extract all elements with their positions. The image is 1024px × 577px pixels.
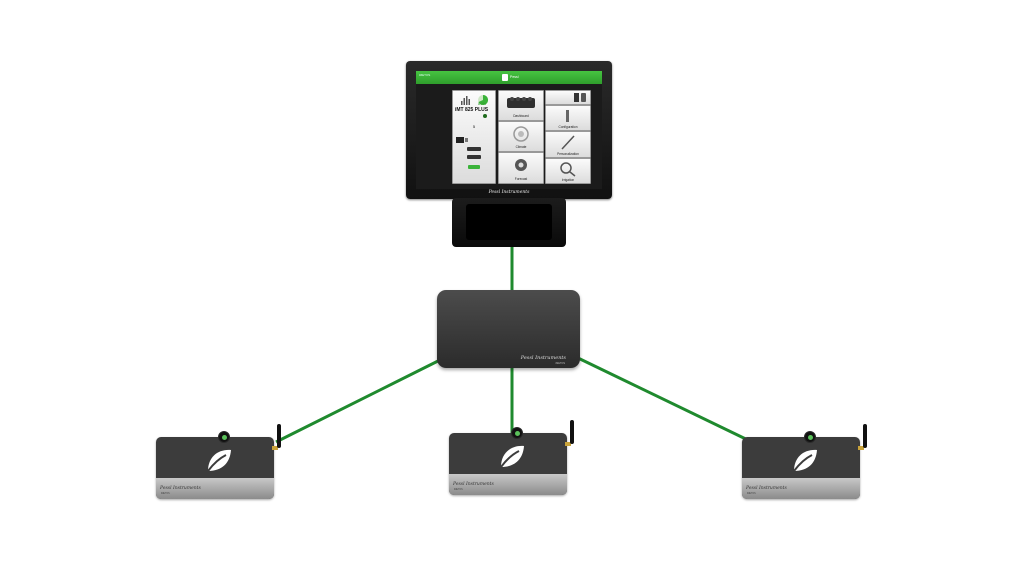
battery-percent: 80%	[478, 101, 487, 106]
screen-header: iMETOS Pessl	[416, 71, 602, 84]
card-label: Climate	[515, 145, 527, 149]
mount-bracket	[466, 204, 552, 240]
node-logo: Pessl Instruments	[746, 486, 787, 491]
status-led-icon	[218, 431, 230, 443]
climate-dial-icon	[513, 126, 529, 142]
node-body: Pessl Instruments iMETOS	[742, 437, 860, 499]
leaf-icon	[500, 445, 524, 468]
antenna-icon	[863, 424, 867, 448]
hub-sub-label: iMETOS	[555, 362, 565, 365]
card-personalization[interactable]: Personalization	[545, 131, 591, 158]
pen-icon	[561, 135, 575, 150]
card-irrigation[interactable]: Irrigation	[545, 158, 591, 184]
card-label: Personalization	[557, 152, 579, 156]
terminal-screen: iMETOS Pessl iMT 825 PLUS 80% 5	[416, 71, 602, 189]
node-bottom-band: Pessl Instruments iMETOS	[449, 474, 567, 495]
card-label: Dashboard	[513, 114, 529, 118]
node-sub-label: iMETOS	[747, 493, 756, 495]
node-logo: Pessl Instruments	[160, 486, 201, 491]
status-panel[interactable]: iMT 825 PLUS 80% 5	[452, 90, 496, 184]
antenna-icon	[277, 424, 281, 448]
leaf-icon	[207, 449, 231, 472]
leaf-icon	[793, 449, 817, 472]
node-logo: Pessl Instruments	[453, 482, 494, 487]
card-settings[interactable]: Configuration	[545, 105, 591, 131]
card-label: Forecast	[514, 177, 528, 181]
node-bottom-band: Pessl Instruments iMETOS	[742, 478, 860, 499]
gear-icon	[515, 159, 527, 171]
card-label: Irrigation	[561, 178, 575, 182]
terminal-device-icon	[507, 97, 535, 108]
wire-hub-node-left	[275, 358, 441, 444]
antenna-connector	[272, 446, 278, 450]
sensor-node-center: Pessl Instruments iMETOS	[449, 420, 574, 498]
signal-bars-icon	[461, 94, 489, 105]
node-sub-label: iMETOS	[454, 489, 463, 491]
node-sub-label: iMETOS	[161, 493, 170, 495]
brand-logo-icon	[502, 74, 508, 81]
monitor-mount	[452, 198, 566, 247]
wrench-icon	[566, 110, 569, 122]
antenna-connector	[565, 442, 571, 446]
device-list-icon	[456, 137, 481, 169]
count-value: 5	[472, 124, 476, 129]
status-led-icon	[511, 427, 523, 439]
card-forecast[interactable]: Forecast	[498, 152, 544, 184]
status-led-icon	[804, 431, 816, 443]
card-dashboard[interactable]: Dashboard	[498, 90, 544, 121]
node-body: Pessl Instruments iMETOS	[449, 433, 567, 495]
sensor-node-left: Pessl Instruments iMETOS	[156, 424, 281, 502]
header-brand: Pessl	[510, 75, 519, 79]
card-configuration[interactable]	[545, 90, 591, 105]
antenna-icon	[570, 420, 574, 444]
display-terminal: iMETOS Pessl iMT 825 PLUS 80% 5	[406, 61, 612, 199]
node-body: Pessl Instruments iMETOS	[156, 437, 274, 499]
model-label: iMT 825 PLUS	[455, 107, 489, 113]
node-bottom-band: Pessl Instruments iMETOS	[156, 478, 274, 499]
header-left-text: iMETOS	[419, 73, 431, 77]
hub-logo: Pessl Instruments	[520, 355, 566, 361]
info-icon	[574, 93, 579, 102]
phone-icon	[581, 93, 586, 102]
card-label: Configuration	[558, 125, 578, 129]
wire-hub-node-right	[577, 356, 753, 444]
gateway-hub: Pessl Instruments iMETOS	[437, 290, 580, 368]
bezel-logo: Pessl Instruments	[488, 190, 530, 195]
card-climate[interactable]: Climate	[498, 121, 544, 152]
sensor-node-right: Pessl Instruments iMETOS	[742, 424, 867, 502]
antenna-connector	[858, 446, 864, 450]
magnifier-icon	[560, 162, 576, 177]
status-dot-icon	[483, 114, 487, 118]
